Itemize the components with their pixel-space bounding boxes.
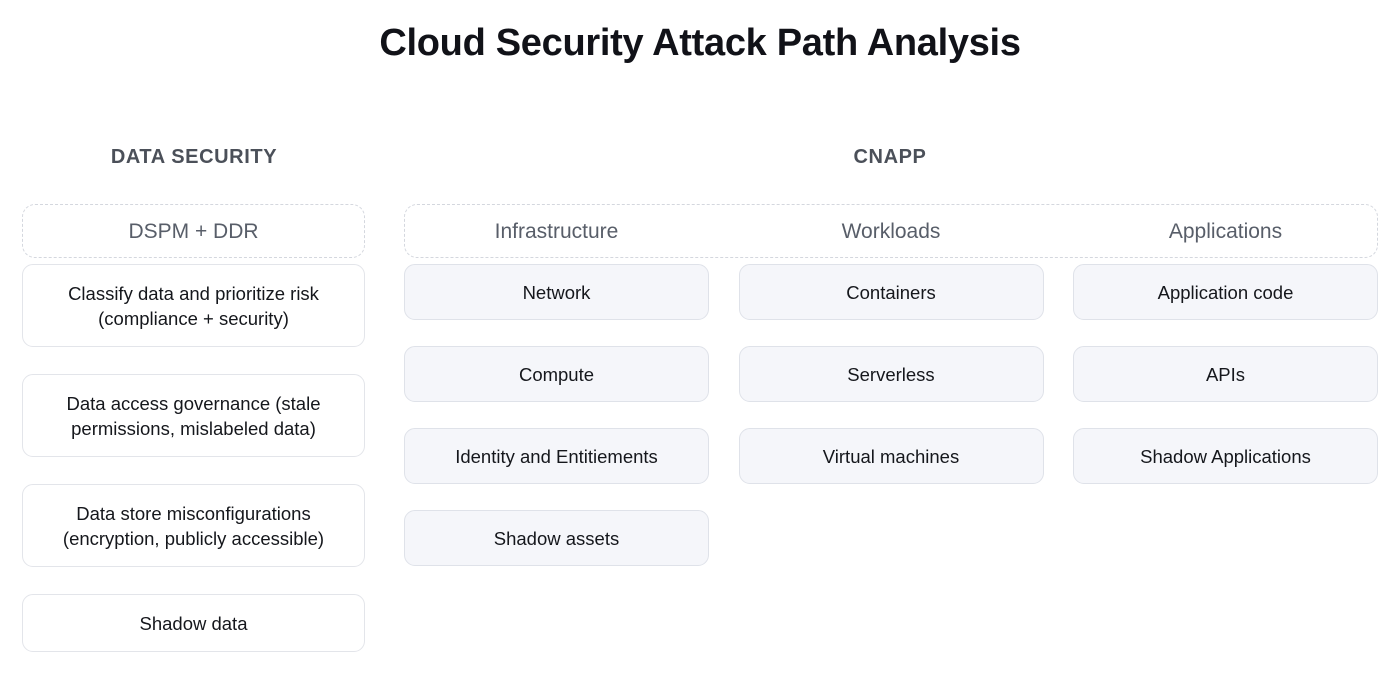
page-title: Cloud Security Attack Path Analysis [379,22,1021,64]
column-applications: Applications Application code APIs Shado… [1073,218,1378,592]
column-workloads: Workloads Containers Serverless Virtual … [738,218,1044,592]
card-virtual-machines[interactable]: Virtual machines [738,428,1044,484]
dashed-container-cnapp [404,204,1378,258]
card-apis[interactable]: APIs [1073,346,1378,402]
card-shadow-assets[interactable]: Shadow assets [404,510,709,566]
card-data-access-governance[interactable]: Data access governance (stale permission… [22,374,365,457]
card-identity-and-entitlements[interactable]: Identity and Entitiements [404,428,709,484]
group-title-data-security: DATA SECURITY [110,146,278,168]
card-network[interactable]: Network [404,264,709,320]
cnapp-columns: Infrastructure Network Compute Identity … [404,218,1378,592]
group-cnapp: CNAPP Infrastructure Network Compute Ide… [395,146,1385,566]
group-data-security: DATA SECURITY DSPM + DDR Classify data a… [0,146,388,652]
group-title-cnapp: CNAPP [853,146,927,168]
column-title-infrastructure: Infrastructure [494,220,619,243]
card-application-code[interactable]: Application code [1073,264,1378,320]
column-title-dspm-ddr: DSPM + DDR [128,220,259,243]
column-title-workloads: Workloads [841,220,941,243]
card-data-store-misconfigurations[interactable]: Data store misconfigurations (encryption… [22,484,365,567]
card-serverless[interactable]: Serverless [738,346,1044,402]
card-compute[interactable]: Compute [404,346,709,402]
card-shadow-applications[interactable]: Shadow Applications [1073,428,1378,484]
card-shadow-data[interactable]: Shadow data [22,594,365,652]
column-title-applications: Applications [1168,220,1283,243]
dashed-container-data-security [22,204,365,258]
column-dspm-ddr: DSPM + DDR Classify data and prioritize … [22,218,365,679]
card-containers[interactable]: Containers [738,264,1044,320]
card-classify-data[interactable]: Classify data and prioritize risk (compl… [22,264,365,347]
column-infrastructure: Infrastructure Network Compute Identity … [404,218,709,592]
